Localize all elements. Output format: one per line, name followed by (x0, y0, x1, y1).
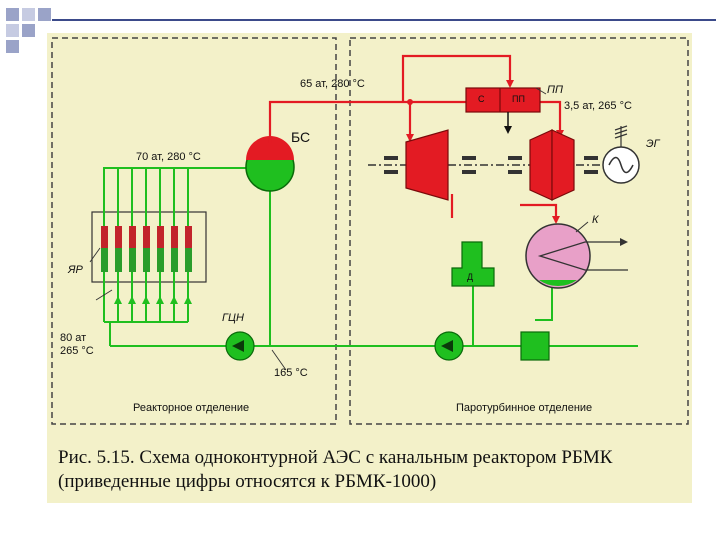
label-separator-c: С (478, 94, 485, 104)
decor-square (22, 8, 35, 21)
label-separator-pp: ПП (512, 94, 525, 104)
label-turbine-exhaust: 3,5 ат, 265 °С (564, 100, 632, 112)
decor-square (6, 8, 19, 21)
condenser (525, 221, 628, 289)
label-steam-to-turbine: 65 ат, 280 °С (300, 78, 365, 90)
label-reactor-inlet: 80 ат 265 °С (60, 332, 94, 357)
caption-line-2: (приведенные цифры относятся к РБМК-1000… (58, 471, 437, 492)
section-title-turbine: Паротурбинное отделение (456, 402, 593, 414)
figure-caption: Рис. 5.15. Схема одноконтурной АЭС с кан… (58, 446, 688, 494)
label-main-pump: ГЦН (222, 312, 244, 324)
decor-line (52, 19, 716, 21)
deaerator (451, 241, 495, 287)
lp-turbine (551, 129, 575, 201)
label-generator: ЭГ (646, 138, 660, 150)
steam-piping (268, 54, 562, 222)
decor-square (22, 24, 35, 37)
separator-reheater (465, 87, 541, 134)
turbine-section-frame (349, 37, 689, 425)
reactor-channels (101, 226, 192, 272)
label-reactor: ЯР (68, 264, 83, 276)
label-feedwater: 165 °С (274, 367, 308, 379)
pump-feed (434, 331, 464, 361)
label-deaerator: Д (467, 272, 474, 282)
decor-square (38, 8, 51, 21)
section-title-reactor: Реакторное отделение (133, 402, 250, 414)
reactor-section-frame (51, 37, 337, 425)
caption-line-1: Рис. 5.15. Схема одноконтурной АЭС с кан… (58, 447, 613, 468)
pump-main (225, 331, 255, 361)
decor-square (6, 24, 19, 37)
flow-arrows (114, 296, 192, 304)
generator (602, 125, 640, 184)
label-drum-inlet: 70 ат, 280 °С (136, 151, 201, 163)
reactor-core-box (91, 211, 207, 283)
bearings (384, 156, 598, 174)
hp-turbine (405, 129, 449, 201)
label-drum: БС (291, 129, 311, 145)
label-separator: ПП (547, 84, 563, 96)
decor-square (6, 40, 19, 53)
lp-turbine (529, 129, 553, 201)
label-condenser: К (592, 214, 599, 226)
water-piping (103, 167, 638, 347)
condensate-pump (520, 331, 550, 361)
